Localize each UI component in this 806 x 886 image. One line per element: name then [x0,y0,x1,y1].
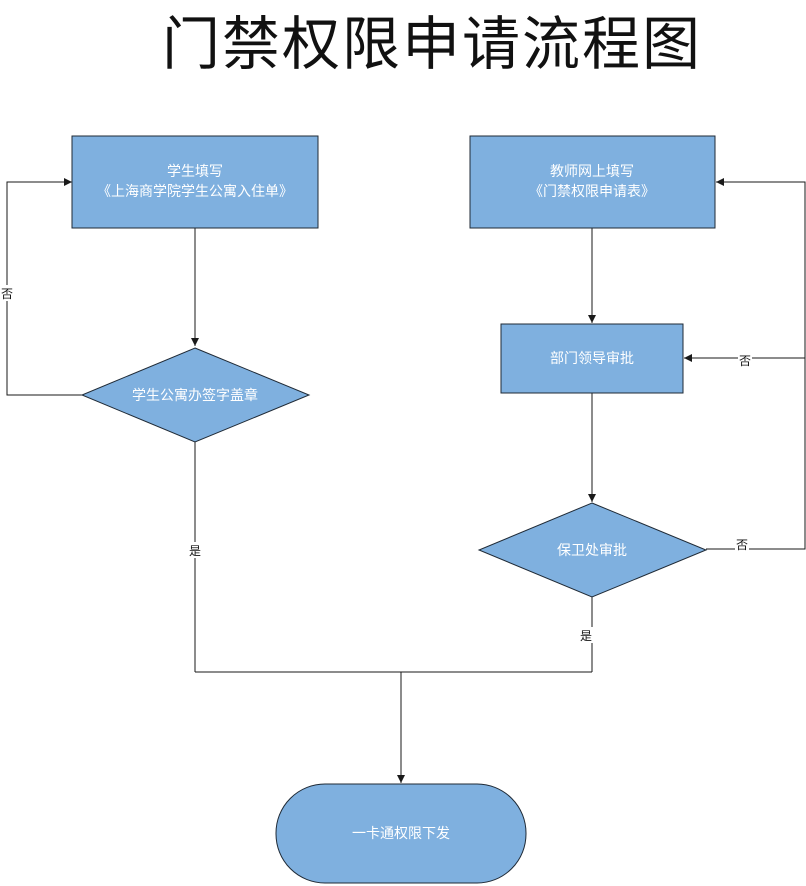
node-teacher-fill-line1: 教师网上填写 [550,164,634,180]
process-box [500,323,684,394]
decision-diamond [80,347,311,443]
node-student-fill-line2: 《上海商学院学生公寓入住单》 [97,183,293,200]
edge-security-no-to-teacher [706,178,806,550]
node-card-issue: 一卡通权限下发 [275,783,527,884]
edge-label-stamp-yes: 是 [189,544,201,558]
page-title: 门禁权限申请流程图 [162,10,702,78]
process-box [469,135,716,229]
node-security-approval-text: 保卫处审批 [557,543,627,559]
node-dorm-office-stamp-text: 学生公寓办签字盖章 [132,387,258,404]
node-teacher-fill-line2: 《门禁权限申请表》 [529,184,655,200]
terminal-rounded [275,783,527,884]
label-bg [1,285,14,301]
node-teacher-fill: 教师网上填写 《门禁权限申请表》 [469,135,716,229]
node-security-approval: 保卫处审批 [477,502,708,598]
label-bg [735,537,749,553]
edge-label-stamp-no: 否 [1,287,13,301]
node-student-fill-line1: 学生填写 [167,164,223,180]
edge-label-security-no-upper: 否 [739,354,751,368]
edge-label-security-yes: 是 [580,629,592,643]
label-bg [188,542,202,558]
edge-label-security-no-lower: 否 [736,538,748,552]
decision-diamond [477,502,708,598]
node-card-issue-text: 一卡通权限下发 [352,826,450,842]
process-box [71,135,319,229]
label-bg [579,627,593,643]
node-dept-approval: 部门领导审批 [500,323,684,394]
node-dorm-office-stamp: 学生公寓办签字盖章 [80,347,311,443]
node-dept-approval-text: 部门领导审批 [550,351,634,367]
node-student-fill: 学生填写 《上海商学院学生公寓入住单》 [71,135,319,229]
label-bg [738,352,752,368]
edge-labels: 否 是 否 否 是 [1,285,752,643]
connectors [6,178,806,783]
